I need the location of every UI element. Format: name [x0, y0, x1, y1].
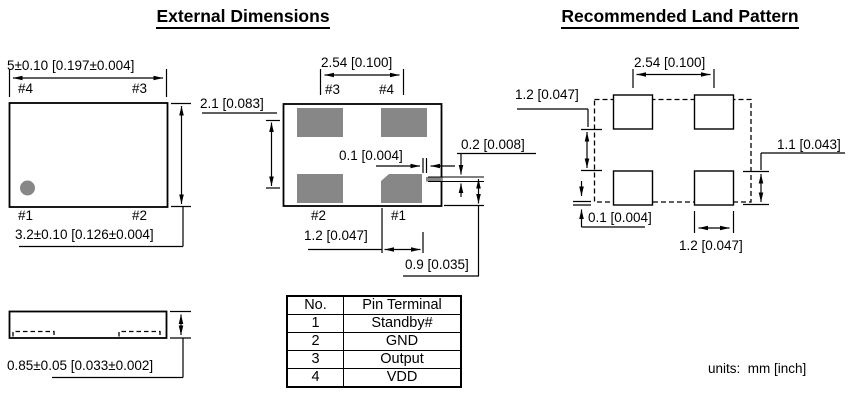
- pad-1: [381, 174, 422, 203]
- bottom-view-gap-dim: 0.1 [0.004]: [339, 148, 403, 163]
- pin-table: No. Pin Terminal 1 Standby# 2 GND 3 Outp…: [286, 295, 462, 388]
- title-external-dimensions: External Dimensions: [130, 6, 356, 29]
- land-pad-bottom-right: [693, 170, 735, 206]
- top-view-outline: [8, 102, 169, 208]
- top-view: [8, 69, 191, 248]
- bottom-view-pin3-label: #3: [325, 82, 341, 97]
- bottom-view-pin2-label: #2: [311, 208, 327, 223]
- table-row: 4 VDD: [286, 368, 462, 388]
- pin-no: 4: [286, 368, 344, 388]
- side-view-outline: [8, 310, 168, 339]
- pin-table-header-terminal: Pin Terminal: [343, 295, 462, 315]
- pin-table-header-row: No. Pin Terminal: [286, 295, 462, 315]
- land-pattern-outline: [593, 98, 752, 203]
- bottom-view-pad-width-dim: 1.2 [0.047]: [304, 228, 368, 243]
- bottom-view: [202, 69, 536, 277]
- bottom-view-pin1-label: #1: [391, 208, 407, 223]
- side-view: [8, 310, 191, 379]
- land-gap-y-dim: 1.2 [0.047]: [515, 87, 579, 102]
- units-note: units: mm [inch]: [708, 361, 807, 376]
- side-view-hidden-pad: [12, 330, 55, 337]
- land-pitch-x-dim: 2.54 [0.100]: [634, 55, 706, 70]
- land-pad-top-left: [612, 94, 654, 130]
- land-pad-width-dim: 1.2 [0.047]: [679, 238, 743, 253]
- bottom-view-pitch-y-dim: 2.1 [0.083]: [200, 96, 264, 111]
- pin-terminal: VDD: [343, 368, 462, 388]
- land-pad-height-dim: 1.1 [0.043]: [777, 137, 841, 152]
- land-pad-offset-dim: 0.1 [0.004]: [588, 210, 652, 225]
- land-pattern: [517, 69, 845, 233]
- pin1-marker-dot: [20, 180, 35, 196]
- land-pad-bottom-left: [612, 170, 654, 206]
- top-view-pin4-label: #4: [18, 81, 34, 96]
- bottom-view-castellation-dim: 0.2 [0.008]: [461, 137, 525, 152]
- pad-4: [381, 108, 427, 137]
- pin-no: 1: [286, 314, 344, 333]
- pin-terminal: Output: [343, 350, 462, 369]
- top-view-width-dim: 5±0.10 [0.197±0.004]: [7, 58, 135, 73]
- bottom-view-pin4-label: #4: [379, 82, 395, 97]
- title-land-pattern: Recommended Land Pattern: [546, 6, 814, 29]
- pin-terminal: GND: [343, 332, 462, 351]
- top-view-pin2-label: #2: [132, 208, 148, 223]
- side-view-thickness-dim: 0.85±0.05 [0.033±0.002]: [7, 358, 154, 373]
- table-row: 1 Standby#: [286, 314, 462, 333]
- pin-no: 2: [286, 332, 344, 351]
- top-view-height-dim: 3.2±0.10 [0.126±0.004]: [15, 227, 154, 242]
- pin-no: 3: [286, 350, 344, 369]
- pad-1-castellation: [426, 177, 442, 182]
- top-view-pin3-label: #3: [132, 81, 148, 96]
- bottom-view-pitch-x-dim: 2.54 [0.100]: [321, 55, 393, 70]
- table-row: 2 GND: [286, 332, 462, 351]
- side-view-hidden-pad: [118, 330, 161, 337]
- table-row: 3 Output: [286, 350, 462, 369]
- pad-3: [297, 108, 343, 137]
- pin-terminal: Standby#: [343, 314, 462, 333]
- bottom-view-pad-edge-dim: 0.9 [0.035]: [405, 257, 469, 272]
- top-view-pin1-label: #1: [18, 208, 34, 223]
- land-pad-top-right: [693, 94, 735, 130]
- pad-2: [297, 174, 343, 203]
- pin-table-header-no: No.: [286, 295, 344, 315]
